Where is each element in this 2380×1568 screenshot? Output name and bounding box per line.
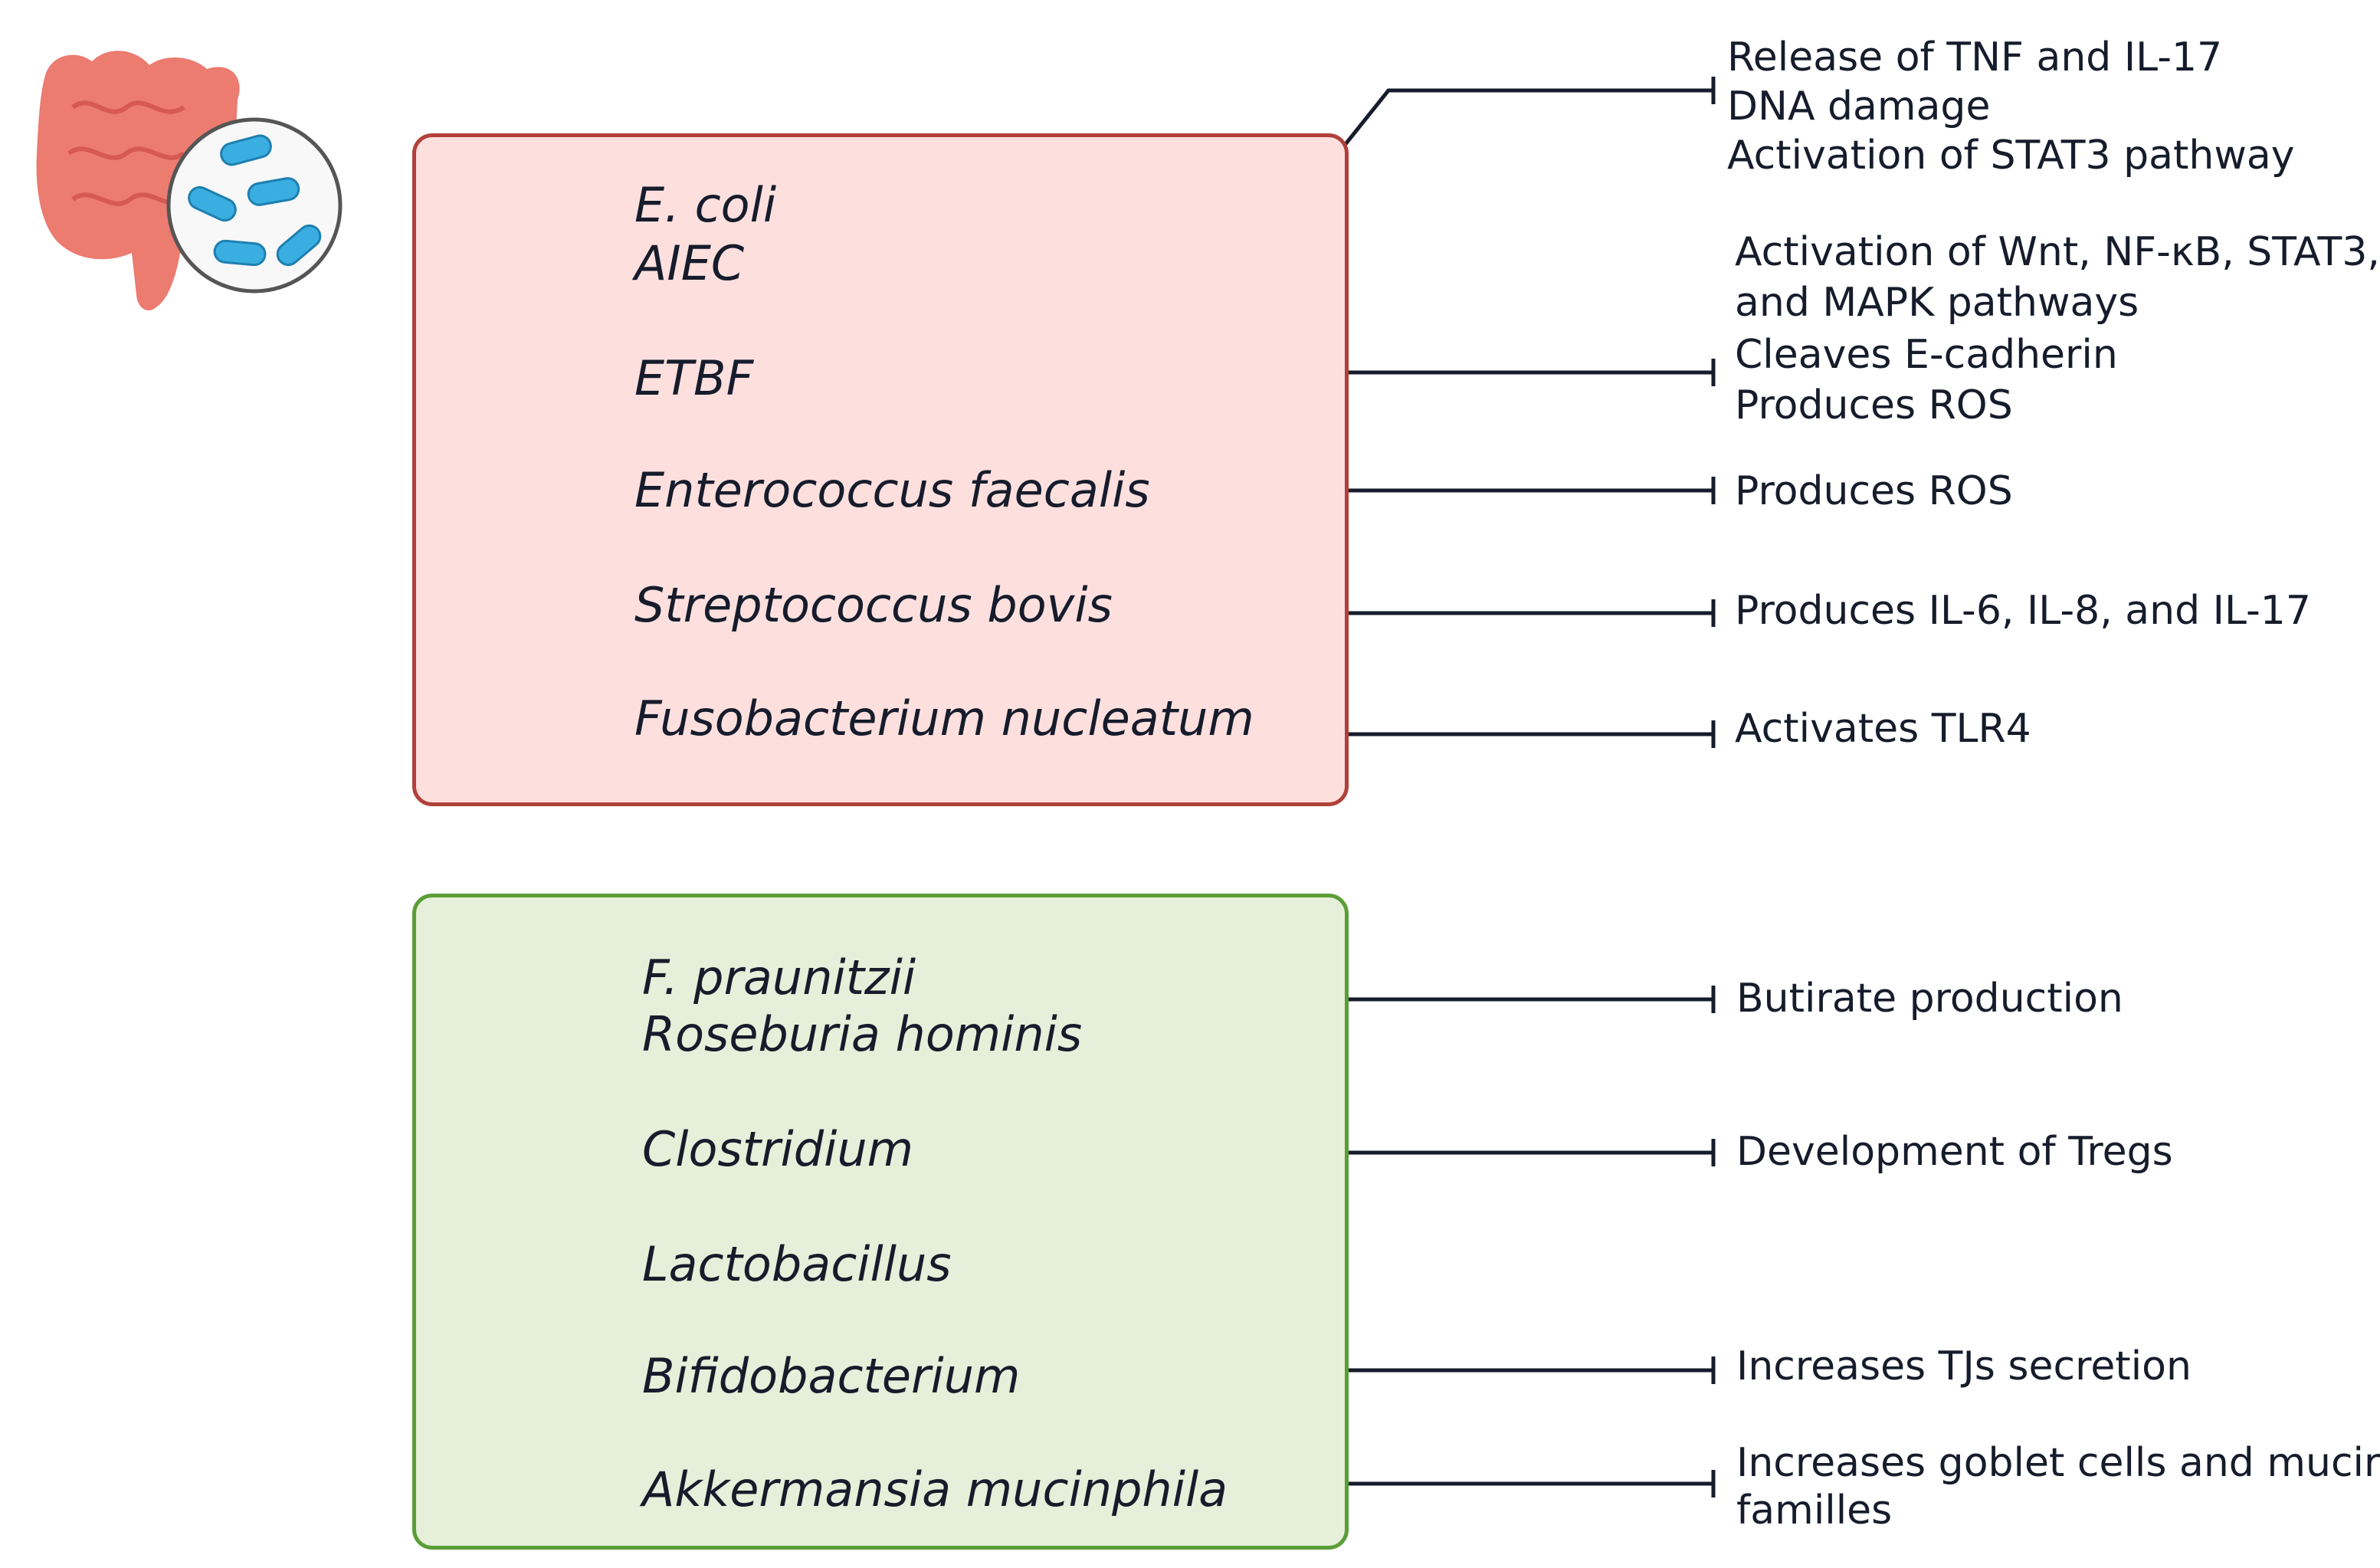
effect-label: DNA damage (1727, 84, 1991, 130)
bacteria-label: AIEC (634, 235, 745, 291)
connector-line (1301, 88, 1713, 199)
effect-label: Produces IL-6, IL-8, and IL-17 (1735, 588, 2311, 634)
intestine-with-bacteria-icon (36, 51, 343, 310)
bacterium-icon (276, 224, 322, 267)
bacterium-icon (213, 239, 267, 267)
effect-label: familles (1736, 1488, 1893, 1534)
bacterium-icon (247, 177, 300, 206)
effect-label: Activation of STAT3 pathway (1727, 133, 2295, 179)
bacteria-label: Bifidobacterium (642, 1348, 1021, 1404)
bacteria-label: Roseburia hominis (642, 1006, 1083, 1062)
bacteria-label: E. coli (634, 177, 777, 233)
effect-label: Activation of Wnt, NF-κB, STAT3, (1735, 229, 2380, 275)
effect-label: Cleaves E-cadherin (1735, 332, 2118, 378)
effect-label: Release of TNF and IL-17 (1727, 34, 2223, 80)
effect-label: and MAPK pathways (1735, 280, 2139, 326)
bacteria-label: Akkermansia mucinphila (642, 1461, 1228, 1517)
bacteria-label: Enterococcus faecalis (634, 462, 1150, 518)
bacteria-label: Lactobacillus (642, 1236, 952, 1292)
effect-label: Increases TJs secretion (1736, 1343, 2192, 1389)
effect-label: Produces ROS (1735, 382, 2013, 428)
bacteria-label: F. praunitzii (642, 950, 916, 1005)
effect-label: Development of Tregs (1736, 1129, 2173, 1175)
effect-label: Increases goblet cells and mucir (1736, 1440, 2380, 1486)
bacteria-label: ETBF (634, 350, 754, 406)
bacteria-label: Fusobacterium nucleatum (634, 691, 1254, 746)
effect-label: Produces ROS (1735, 468, 2013, 514)
bacteria-label: Clostridium (642, 1121, 914, 1177)
bacterium-icon (220, 134, 272, 166)
bacterium-icon (188, 185, 237, 222)
increased-bacteria-box (412, 133, 1349, 806)
bacteria-label: Streptococcus bovis (634, 577, 1113, 633)
decreased-bacteria-box (412, 894, 1349, 1550)
effect-label: Butirate production (1736, 976, 2123, 1022)
effect-label: Activates TLR4 (1735, 706, 2031, 752)
